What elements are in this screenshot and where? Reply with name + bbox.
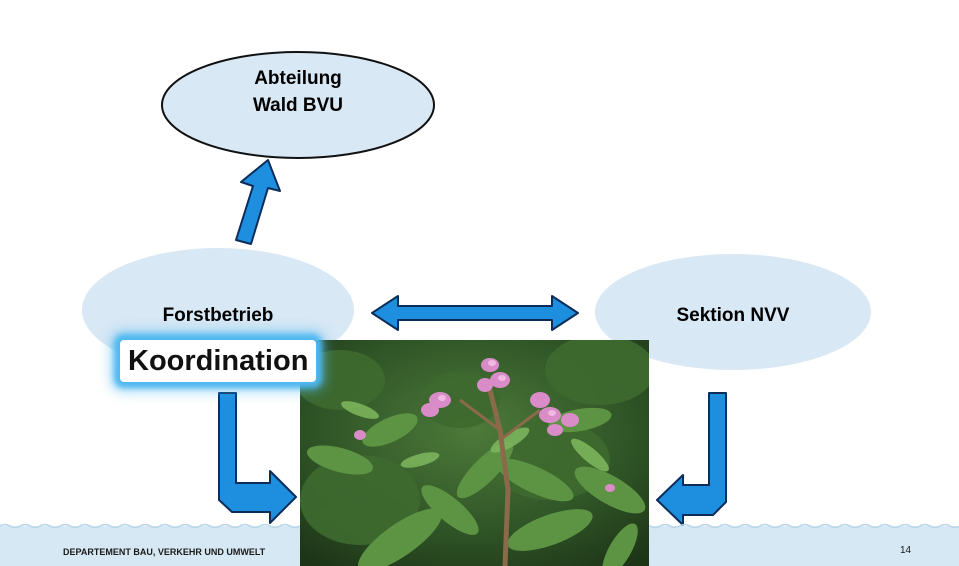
page-number: 14: [900, 545, 912, 556]
node-abteilung-line1: Abteilung: [254, 68, 342, 89]
footer-department: DEPARTEMENT BAU, VERKEHR UND UMWELT: [63, 547, 266, 557]
node-abteilung-line2: Wald BVU: [252, 95, 344, 116]
up-arrow: [235, 159, 281, 245]
node-sektion-label: Sektion NVV: [676, 305, 790, 326]
right-bent-arrow: [656, 392, 727, 526]
koordination-badge: Koordination: [120, 340, 317, 382]
double-arrow: [371, 295, 579, 331]
photo-drawing: [300, 340, 649, 566]
node-abteilung-ellipse: [161, 51, 435, 159]
node-sektion-ellipse: [595, 254, 871, 370]
pink-balsam-flower-photo: [300, 340, 649, 566]
node-abteilung-label: Abteilung Wald BVU: [198, 65, 398, 119]
node-forstbetrieb-label: Forstbetrieb: [162, 305, 274, 326]
left-bent-arrow: [218, 392, 297, 524]
